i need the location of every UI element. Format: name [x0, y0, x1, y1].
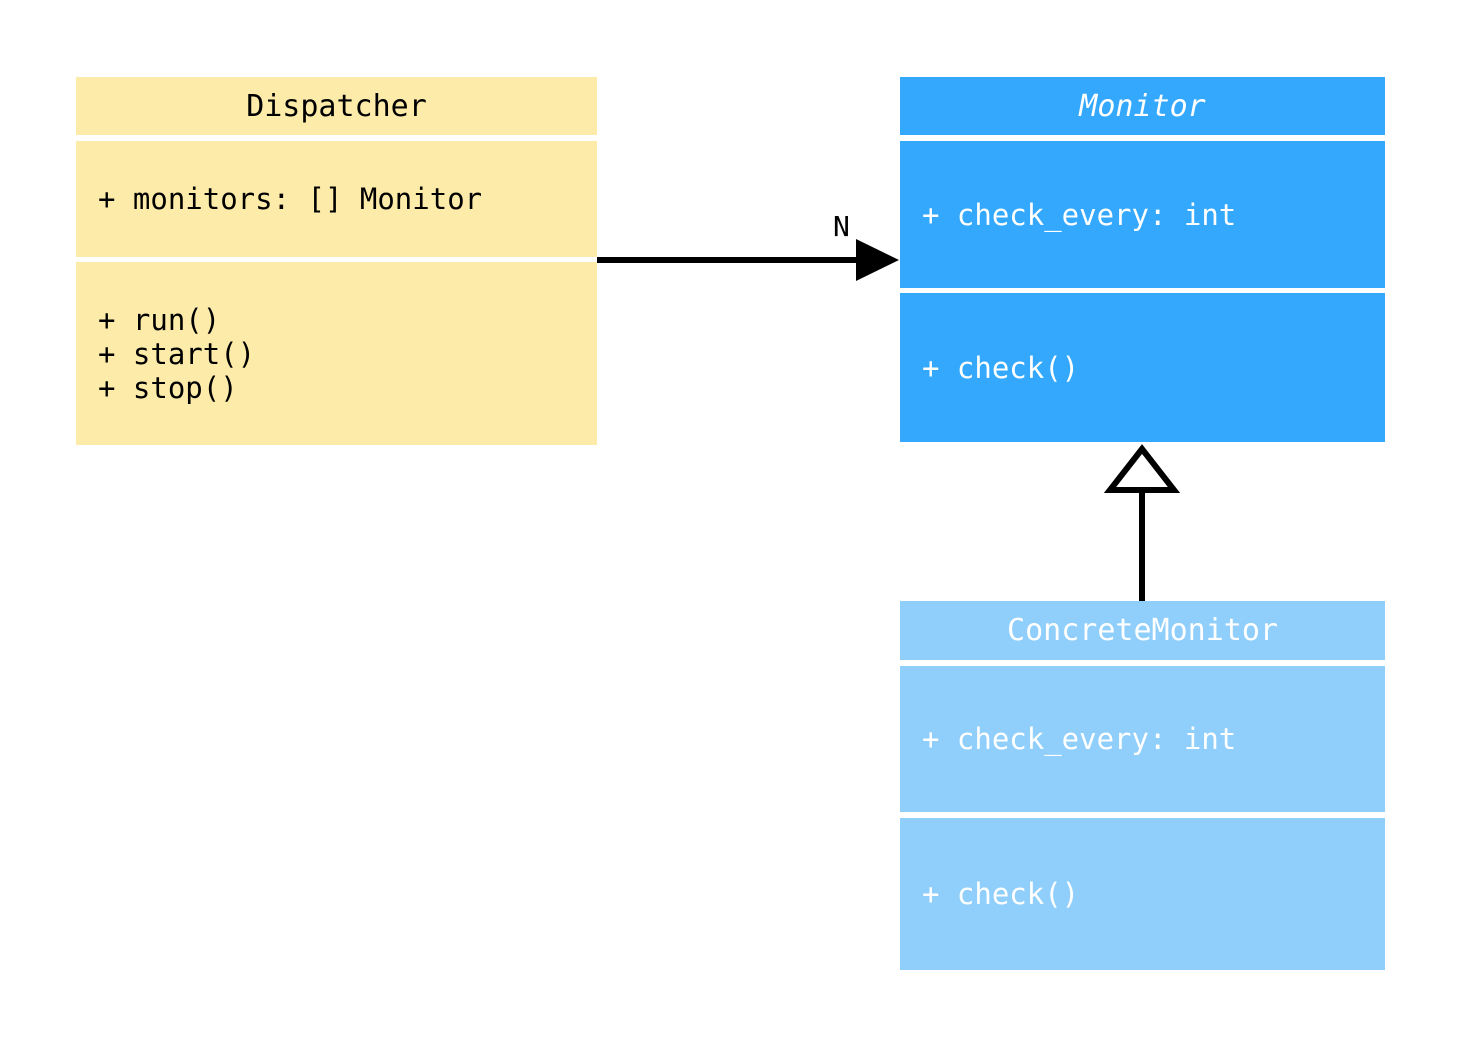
compartment-divider	[900, 812, 1385, 818]
compartment-divider	[76, 135, 597, 141]
association-arrowhead	[856, 239, 899, 281]
class-box-dispatcher[interactable]: Dispatcher + monitors: [] Monitor + run(…	[76, 77, 597, 445]
class-attributes-monitor: + check_every: int	[900, 141, 1385, 288]
class-attributes-dispatcher: + monitors: [] Monitor	[76, 141, 597, 257]
class-methods-monitor: + check()	[900, 293, 1385, 442]
compartment-divider	[900, 288, 1385, 293]
association-arrow-dispatcher-to-monitor	[597, 239, 899, 281]
class-title-dispatcher: Dispatcher	[76, 77, 597, 135]
method-row: + check()	[922, 350, 1080, 385]
method-row: + start()	[98, 336, 256, 371]
class-attributes-concretemonitor: + check_every: int	[900, 666, 1385, 812]
generalization-hollow-triangle	[1103, 444, 1181, 493]
generalization-arrow-concretemonitor-to-monitor	[1103, 444, 1181, 601]
class-title-monitor: Monitor	[900, 77, 1385, 135]
class-methods-concretemonitor: + check()	[900, 818, 1385, 970]
method-row: + check()	[922, 877, 1080, 911]
method-row: + run()	[98, 302, 221, 337]
class-name-concretemonitor: ConcreteMonitor	[1007, 613, 1278, 648]
attribute-row: + check_every: int	[922, 722, 1237, 756]
class-box-concretemonitor[interactable]: ConcreteMonitor + check_every: int + che…	[900, 601, 1385, 970]
class-name-monitor: Monitor	[1079, 88, 1206, 124]
association-multiplicity-label: N	[833, 210, 850, 243]
compartment-divider	[900, 660, 1385, 666]
class-title-concretemonitor: ConcreteMonitor	[900, 601, 1385, 660]
class-box-monitor[interactable]: Monitor + check_every: int + check()	[900, 77, 1385, 442]
class-methods-dispatcher: + run() + start() + stop()	[76, 262, 597, 445]
attribute-row: + check_every: int	[922, 197, 1237, 232]
compartment-divider	[76, 257, 597, 262]
attribute-row: + monitors: [] Monitor	[98, 182, 483, 216]
method-row: + stop()	[98, 370, 238, 405]
compartment-divider	[900, 135, 1385, 141]
class-name-dispatcher: Dispatcher	[246, 88, 427, 124]
